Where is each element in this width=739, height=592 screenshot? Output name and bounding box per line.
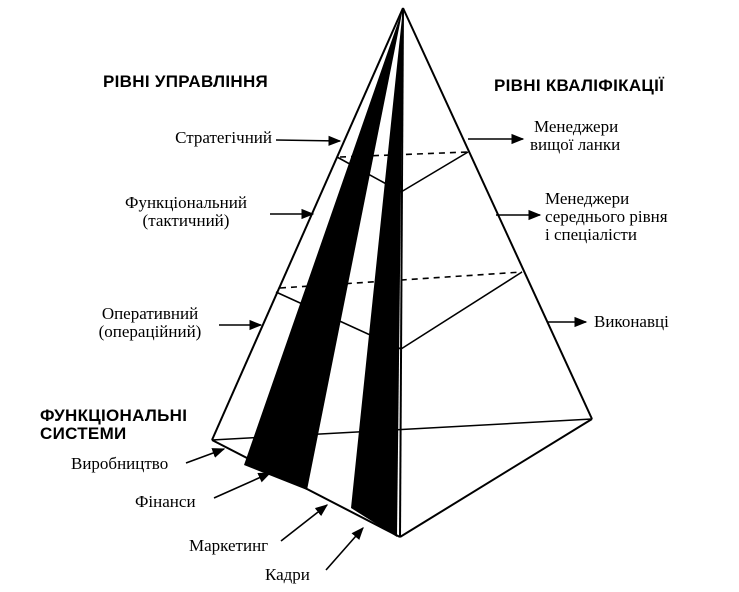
qualification-levels-heading: РІВНІ КВАЛІФІКАЦІЇ bbox=[494, 76, 665, 95]
system-marketing-label: Маркетинг bbox=[189, 536, 269, 555]
arrows bbox=[185, 133, 588, 571]
level-functional-label: Функціональний (тактичний) bbox=[106, 194, 266, 230]
qualification-top-managers-line1: Менеджери bbox=[534, 117, 619, 136]
personnel-strip bbox=[351, 8, 403, 537]
level-section-lines bbox=[275, 151, 523, 350]
pyramid-outline bbox=[211, 7, 593, 538]
qualification-executors-label: Виконавці bbox=[594, 312, 669, 331]
qualification-top-managers-label: Менеджери вищої ланки bbox=[530, 118, 620, 154]
functional-systems-heading-line2: СИСТЕМИ bbox=[40, 423, 127, 443]
functional-systems-heading: ФУНКЦІОНАЛЬНІ СИСТЕМИ bbox=[40, 407, 187, 443]
qualification-middle-managers-line3: і спеціалісти bbox=[545, 224, 637, 244]
functional-systems-heading-line1: ФУНКЦІОНАЛЬНІ bbox=[40, 406, 188, 425]
system-production-label: Виробництво bbox=[71, 454, 169, 473]
qualification-middle-managers-label: Менеджери середнього рівня і спеціалісти bbox=[545, 190, 668, 244]
qualification-middle-managers-line1: Менеджери bbox=[545, 189, 630, 208]
level-functional-line2: (тактичний) bbox=[142, 210, 230, 230]
qualification-middle-managers-line2: середнього рівня bbox=[545, 206, 668, 226]
qualification-top-managers-line2: вищої ланки bbox=[530, 134, 621, 154]
system-finance-label: Фінанси bbox=[135, 492, 196, 511]
level-operational-label: Оперативний (операційний) bbox=[85, 305, 215, 341]
level-functional-line1: Функціональний bbox=[125, 193, 247, 212]
level-strategic-label: Стратегічний bbox=[175, 128, 272, 147]
system-personnel-label: Кадри bbox=[265, 565, 310, 584]
management-levels-heading: РІВНІ УПРАВЛІННЯ bbox=[103, 72, 269, 91]
finance-strip bbox=[244, 8, 403, 490]
level-operational-line1: Оперативний bbox=[101, 304, 199, 323]
level-operational-line2: (операційний) bbox=[98, 321, 202, 341]
